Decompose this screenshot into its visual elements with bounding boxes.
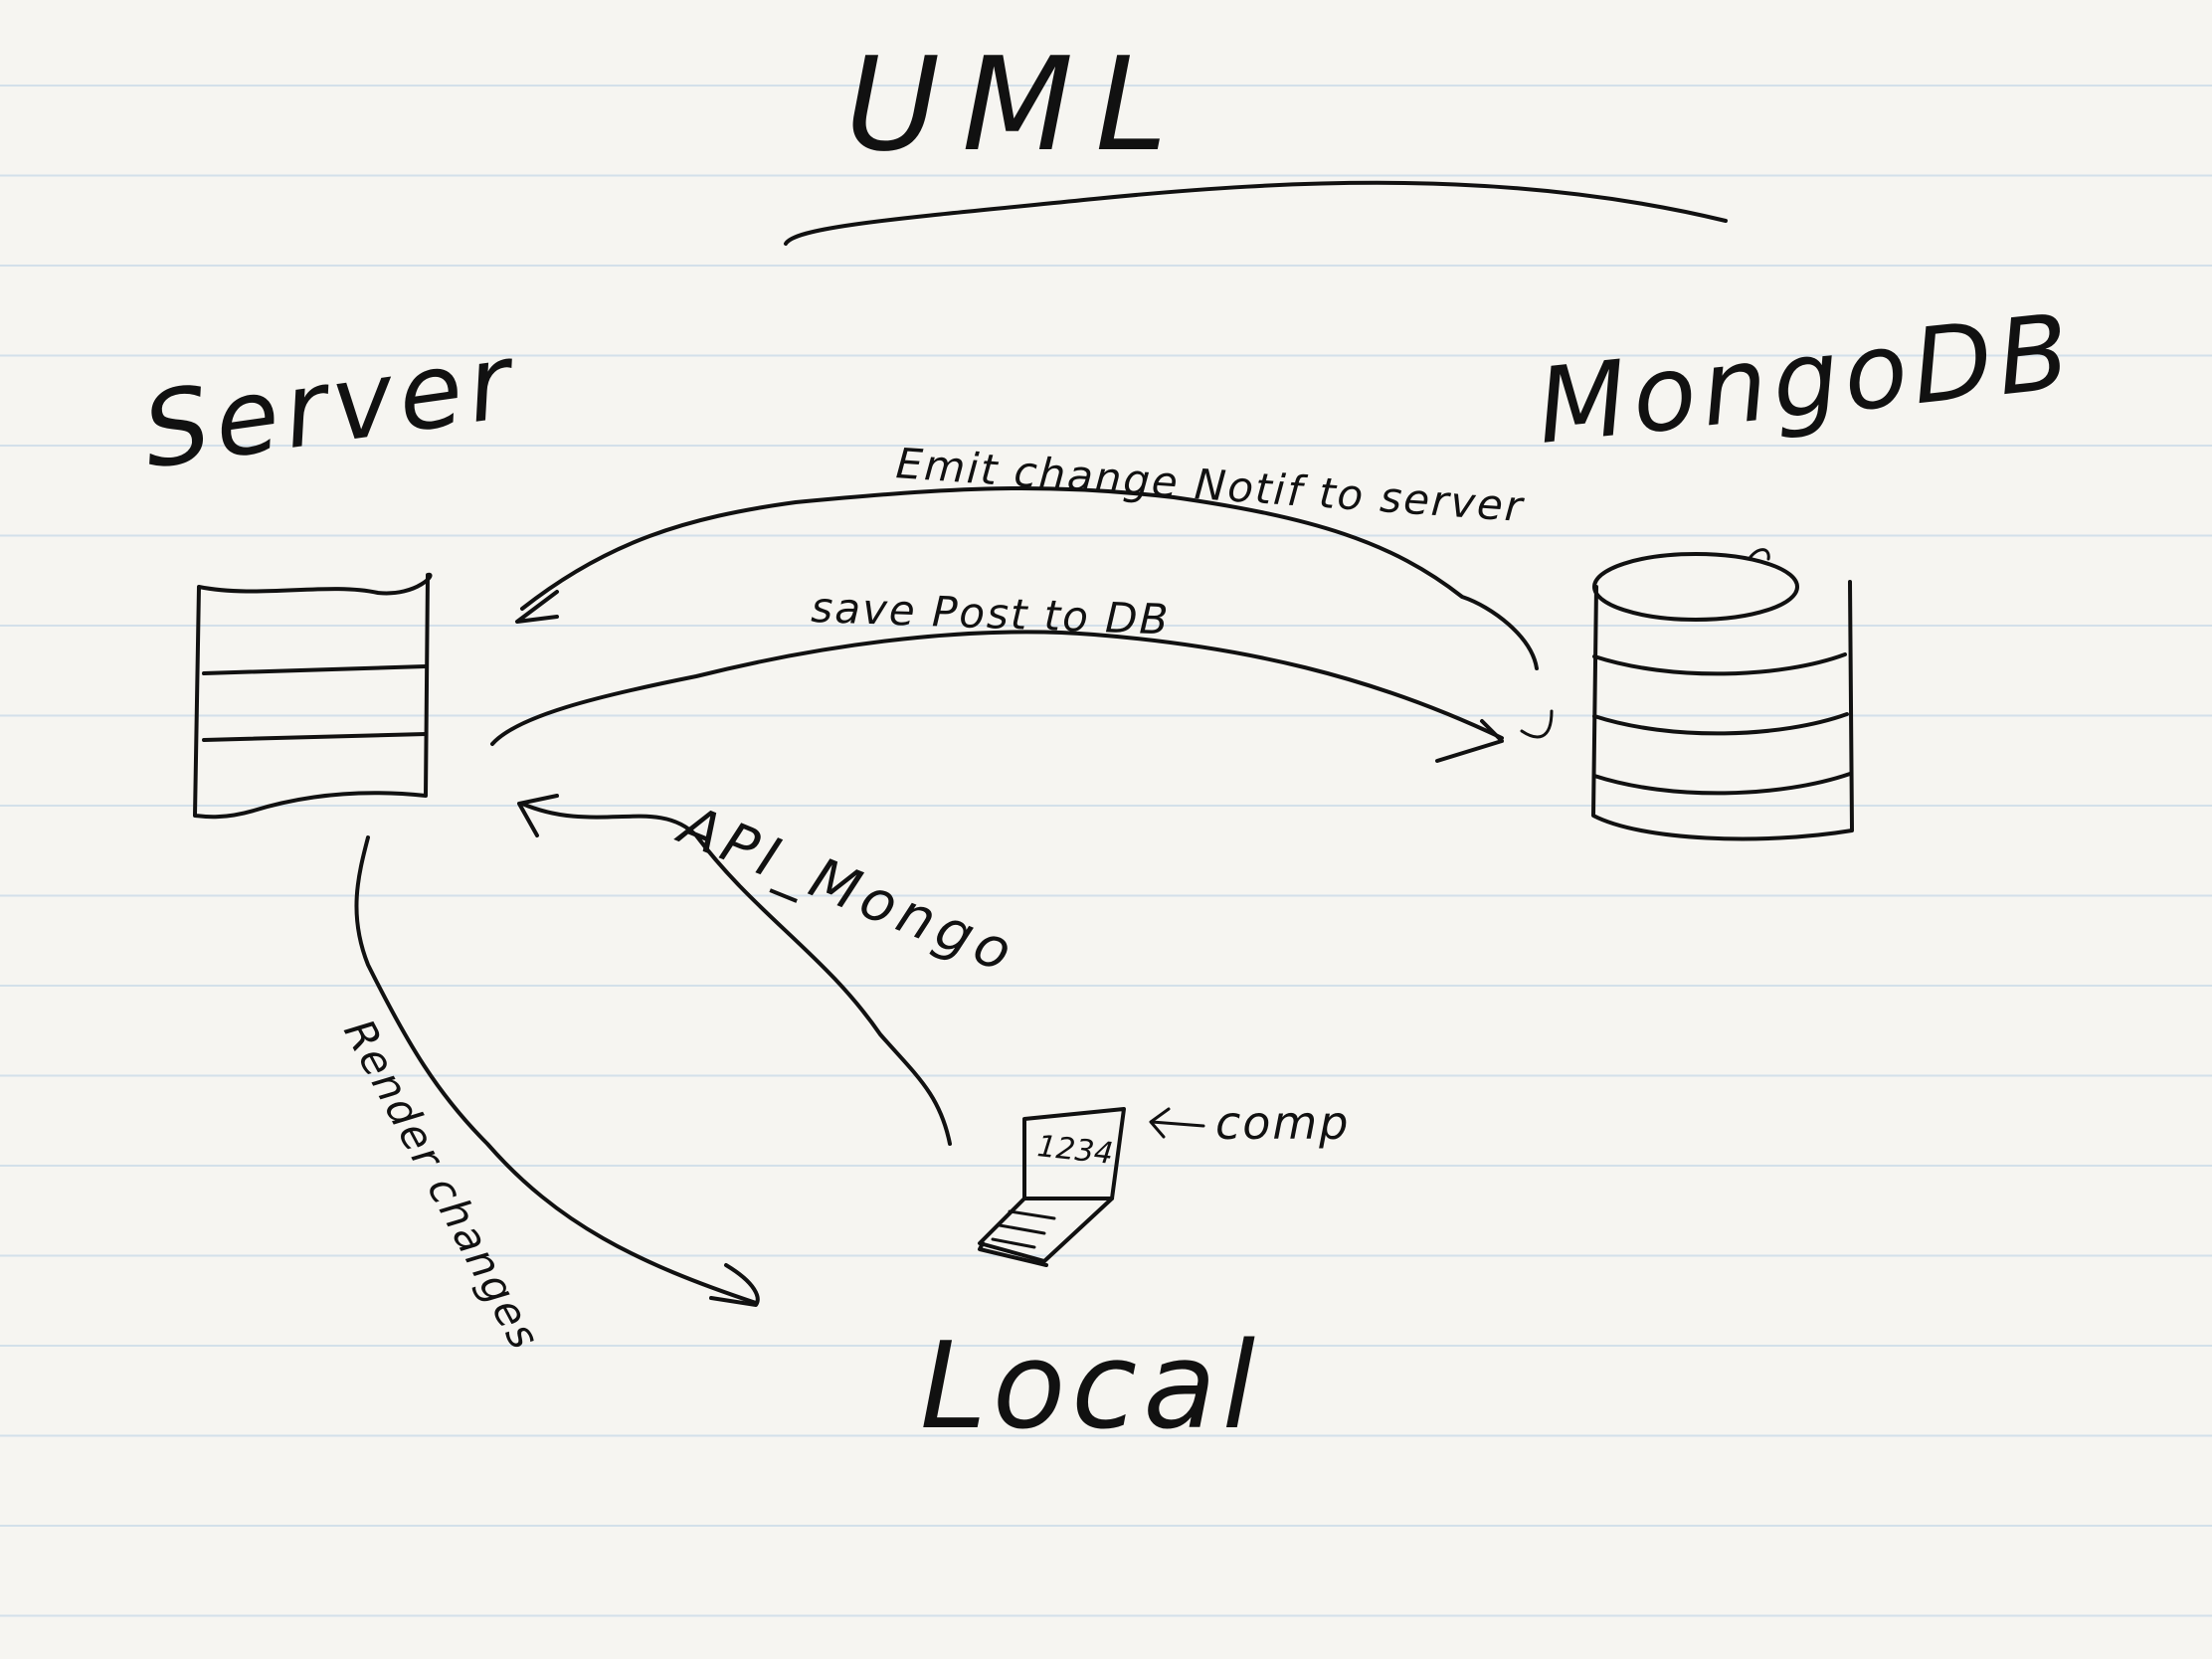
edge-api-arrow bbox=[517, 794, 952, 1146]
server-label: Server bbox=[136, 319, 525, 491]
edge-render-arrow bbox=[354, 835, 760, 1307]
edge-save-label: save Post to DB bbox=[811, 583, 1172, 645]
mongodb-label: MongoDB bbox=[1532, 290, 2081, 467]
laptop-icon: 1234 bbox=[978, 1107, 1126, 1267]
ruled-lines bbox=[0, 85, 2212, 1617]
server-icon bbox=[193, 572, 433, 820]
computer-pointer-arrow bbox=[1149, 1107, 1205, 1139]
edge-emit-label: Emit change Notif to server bbox=[894, 439, 1526, 531]
diagram-title: UML bbox=[845, 29, 1190, 180]
edge-save-arrow bbox=[490, 630, 1554, 763]
local-label: Local bbox=[920, 1318, 1261, 1456]
edge-emit-arrow bbox=[515, 485, 1539, 670]
database-icon bbox=[1591, 548, 1854, 841]
title-underline bbox=[784, 180, 1728, 246]
computer-label: comp bbox=[1215, 1096, 1350, 1150]
edge-api-label: API_Mongo bbox=[668, 793, 1026, 988]
laptop-screen-text: 1234 bbox=[1035, 1129, 1115, 1172]
edge-render-label: Render changes bbox=[334, 1012, 550, 1359]
